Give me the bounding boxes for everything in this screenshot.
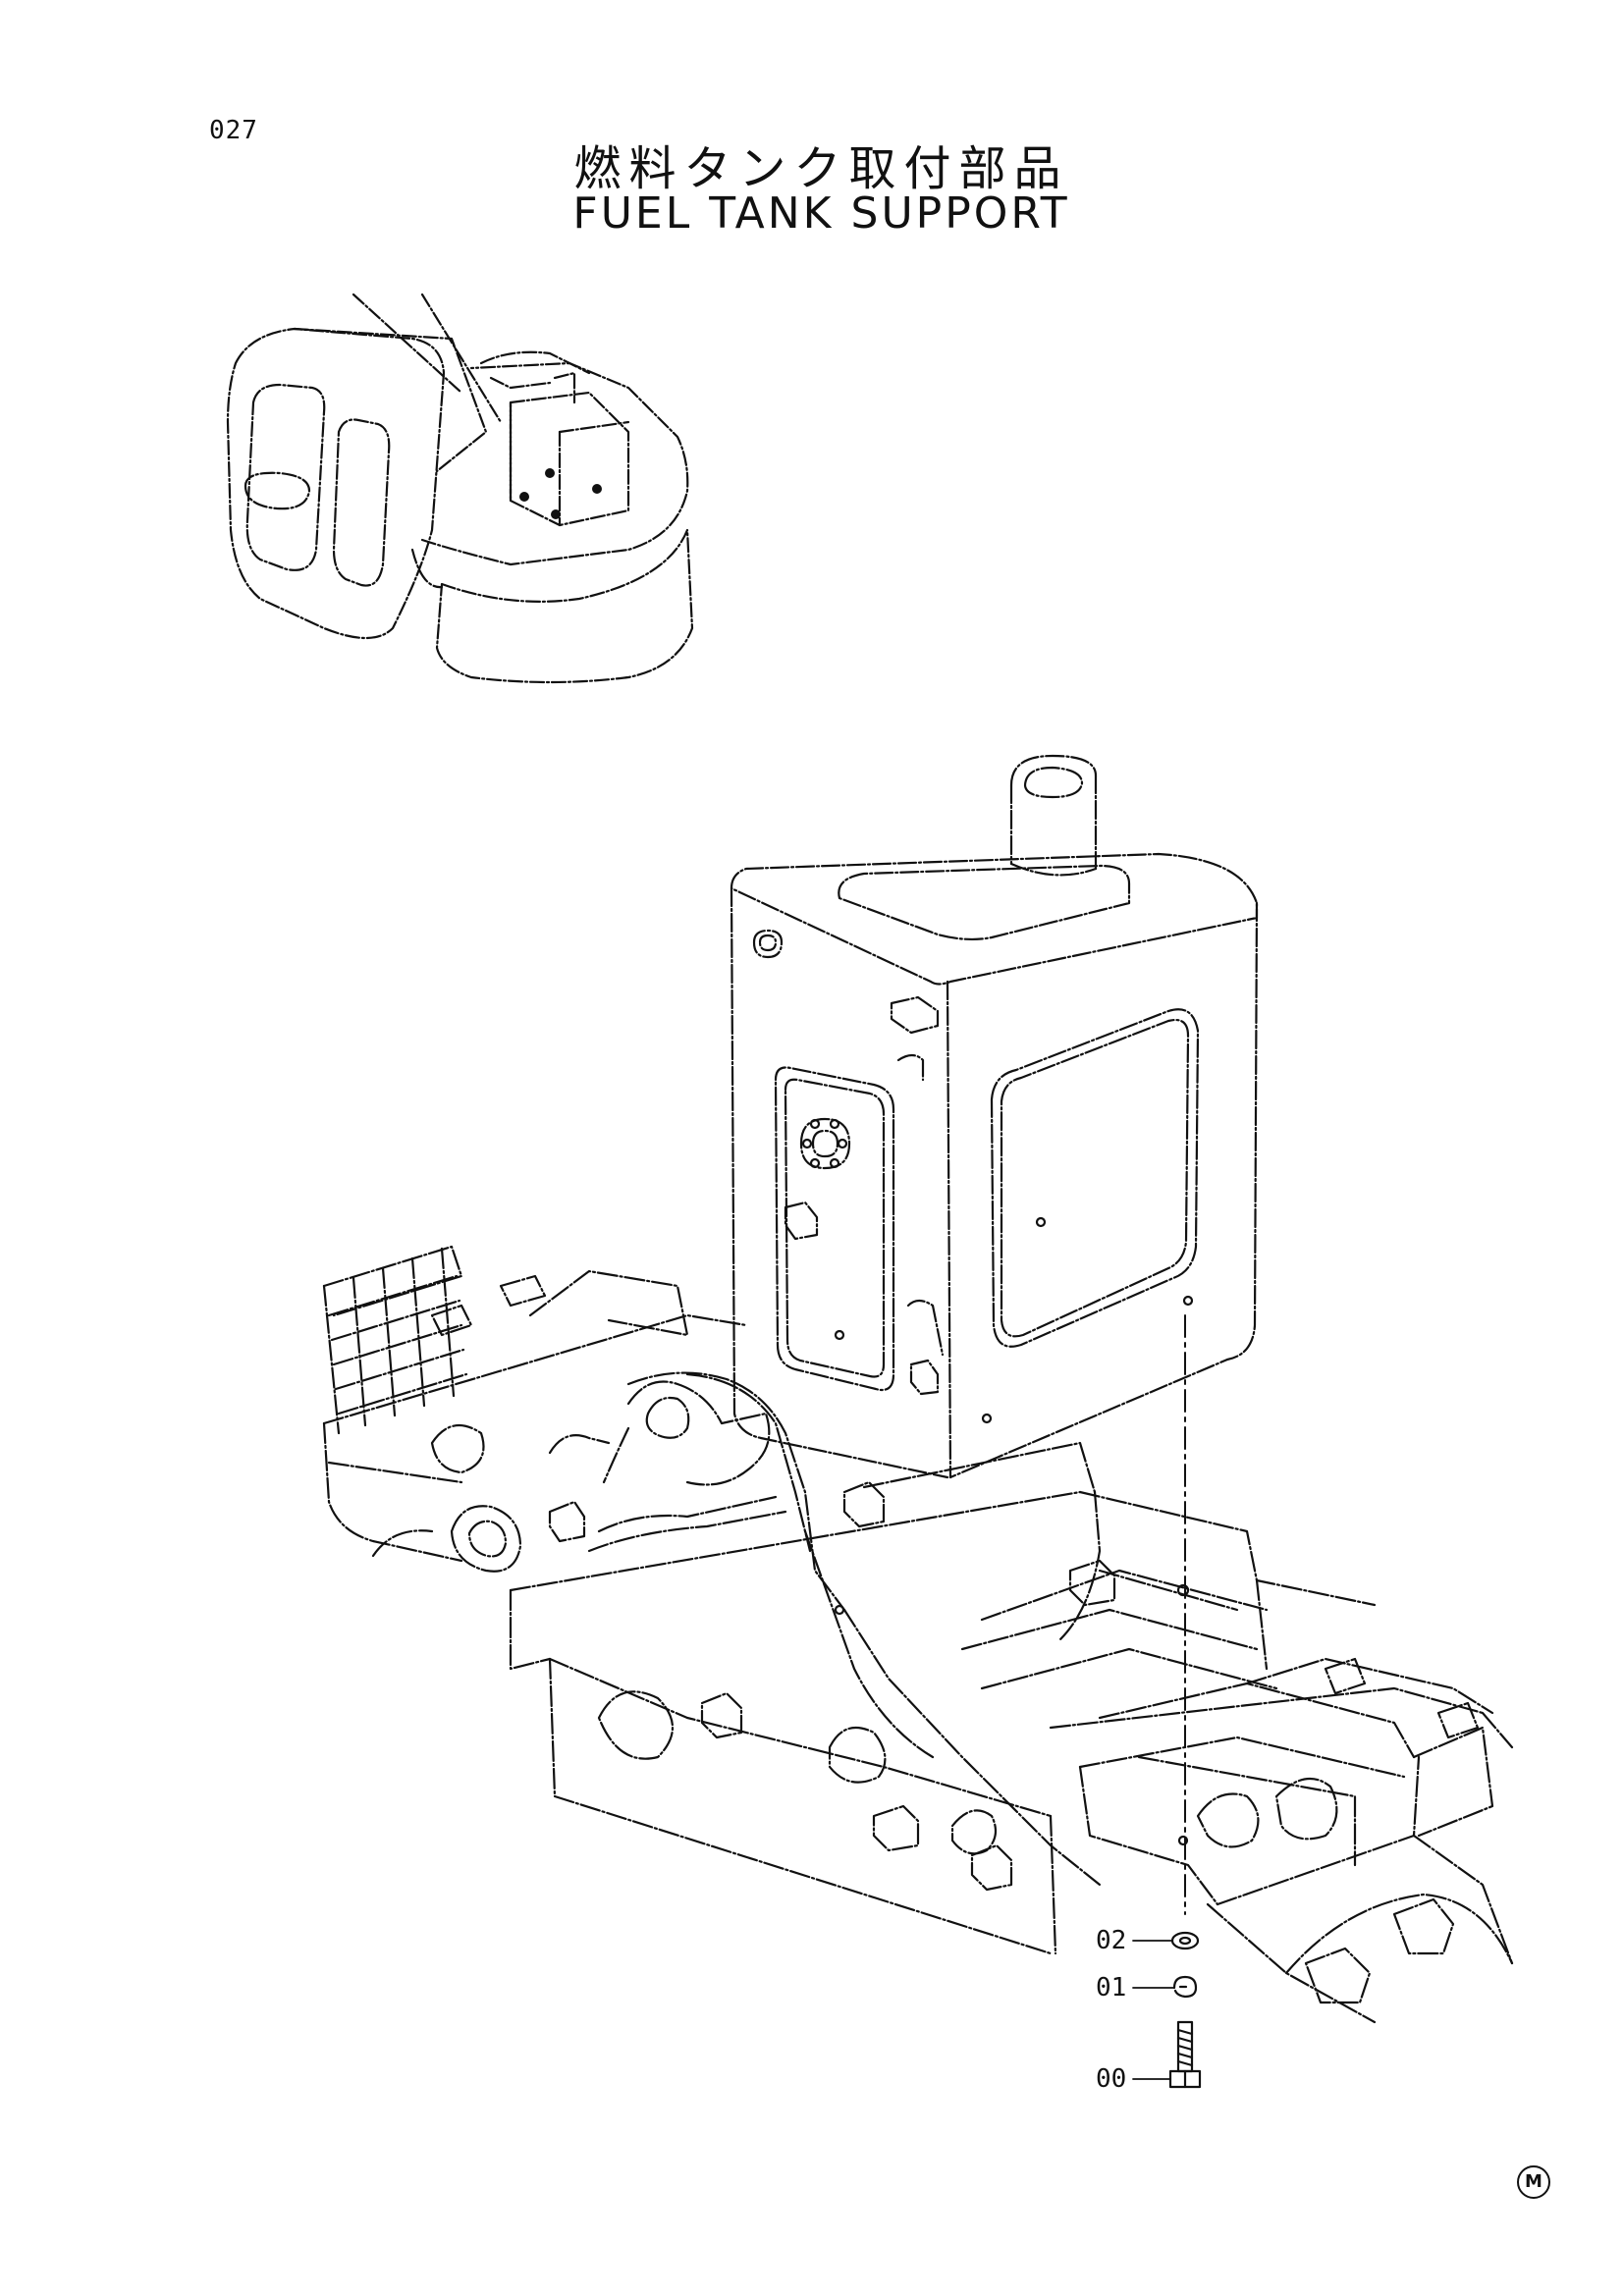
inset-bolt-markers [519, 468, 602, 519]
callout-02: 02 [1096, 1926, 1127, 1955]
callout-01: 01 [1096, 1973, 1127, 2002]
bolt-00 [1168, 2020, 1202, 2089]
title-japanese: 燃料タンク取付部品 [573, 141, 1069, 196]
spring-washer-01 [1172, 1975, 1198, 1999]
title-english: FUEL TANK SUPPORT [572, 188, 1070, 239]
tank-fasteners [801, 1118, 1194, 1424]
washer-02 [1170, 1931, 1200, 1950]
frame-holes [834, 1583, 1190, 1846]
callout-00: 00 [1096, 2064, 1127, 2094]
revolving-frame [322, 1245, 1514, 2024]
excavator-overview-inset [226, 293, 694, 684]
manufacturer-mark: M [1517, 2165, 1550, 2199]
page-number: 027 [209, 116, 258, 145]
fuel-tank [730, 754, 1259, 1479]
